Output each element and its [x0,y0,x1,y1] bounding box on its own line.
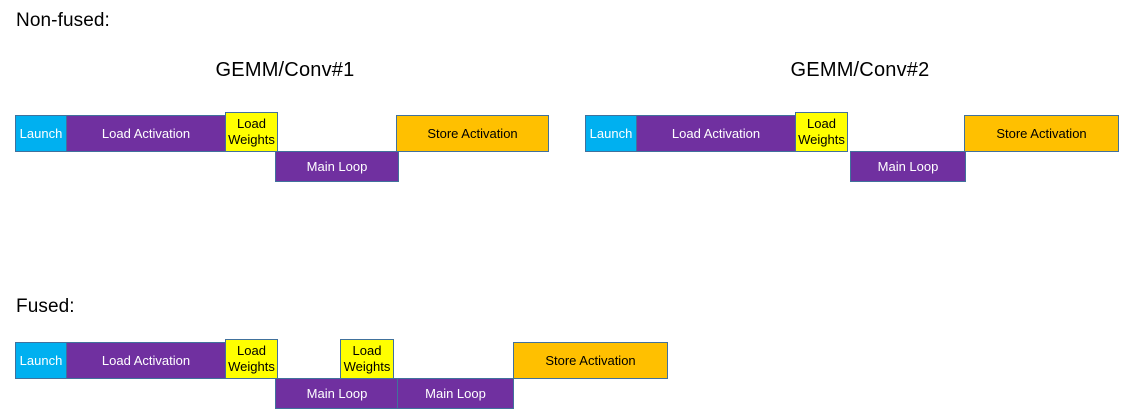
block-load-activation-fused: Load Activation [66,342,226,379]
block-label: Load Weights [228,116,275,147]
block-main-loop-gemm2: Main Loop [850,151,966,182]
block-label: Store Activation [996,126,1087,141]
block-label: Main Loop [306,159,368,174]
block-label: Load Activation [101,353,191,368]
block-launch-fused: Launch [15,342,67,379]
block-label: Load Weights [343,343,391,374]
section-caption-non-fused: Non-fused: [16,10,110,31]
block-label: Main Loop [425,386,486,401]
block-label: Store Activation [545,353,636,368]
block-label: Store Activation [427,126,518,141]
block-load-weights-fused-2: Load Weights [340,339,394,379]
block-load-weights-gemm1: Load Weights [225,112,278,152]
block-label: Load Weights [228,343,275,374]
block-label: Load Activation [671,126,761,141]
block-label: Main Loop [877,159,939,174]
block-label: Launch [19,126,63,141]
block-label: Load Weights [798,116,845,147]
block-label: Launch [19,353,63,368]
block-label: Launch [589,126,633,141]
block-store-activation-gemm1: Store Activation [396,115,549,152]
block-store-activation-gemm2: Store Activation [964,115,1119,152]
block-load-weights-fused-1: Load Weights [225,339,278,379]
block-main-loop-fused-1: Main Loop [275,378,399,409]
block-load-activation-gemm2: Load Activation [636,115,796,152]
group-heading-gemm-conv-2: GEMM/Conv#2 [790,59,930,81]
section-caption-fused: Fused: [16,296,75,317]
block-launch-gemm1: Launch [15,115,67,152]
block-load-weights-gemm2: Load Weights [795,112,848,152]
group-heading-gemm-conv-1: GEMM/Conv#1 [215,59,355,81]
block-store-activation-fused: Store Activation [513,342,668,379]
block-label: Load Activation [101,126,191,141]
block-main-loop-gemm1: Main Loop [275,151,399,182]
block-launch-gemm2: Launch [585,115,637,152]
block-load-activation-gemm1: Load Activation [66,115,226,152]
block-label: Main Loop [306,386,368,401]
block-main-loop-fused-2: Main Loop [397,378,514,409]
